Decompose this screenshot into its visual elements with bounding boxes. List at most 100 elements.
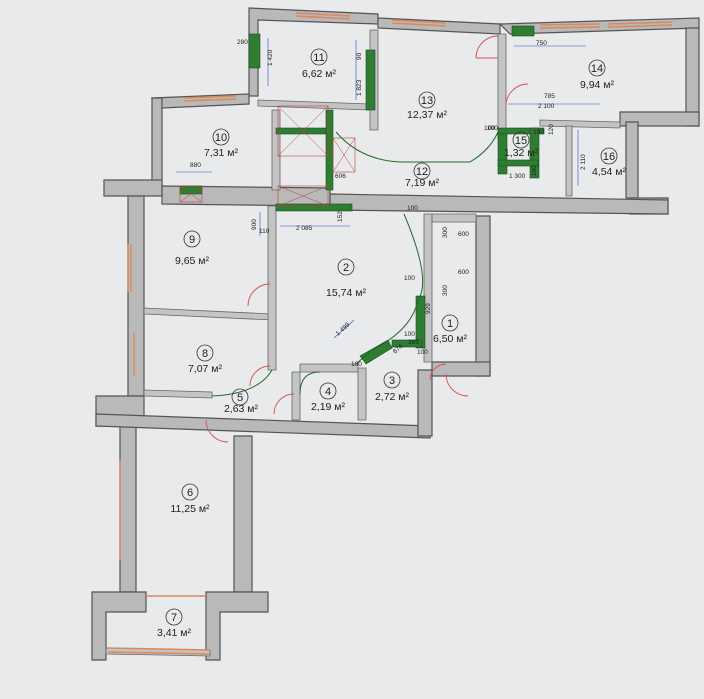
wardrobe-9 — [277, 185, 329, 207]
wardrobe-10 — [277, 105, 329, 157]
partition-10-top — [275, 127, 333, 135]
wall-right-16 — [625, 121, 639, 199]
room-number-marker — [231, 388, 249, 406]
wall-11-bottom — [257, 99, 371, 111]
dim-label: 1 823 — [356, 79, 363, 96]
room-1: 1 6,50 м² — [433, 314, 468, 345]
room-6: 6 11,25 м² — [170, 483, 210, 515]
wall-bottom-14 — [619, 111, 700, 127]
room-area: 1,32 м² — [504, 147, 539, 159]
dim-label: 100 — [404, 275, 415, 282]
window-14a — [539, 23, 601, 26]
room-number-marker — [512, 131, 530, 149]
wall-1-bottom — [431, 361, 491, 377]
door-6 — [205, 419, 229, 443]
room-number: 6 — [187, 487, 193, 499]
room-area: 15,74 м² — [326, 287, 366, 299]
door-1 — [445, 373, 469, 397]
room-number: 9 — [189, 234, 195, 246]
wall-10-left — [151, 97, 163, 187]
wall-16-left — [565, 125, 573, 197]
wardrobe-10-9 — [179, 185, 203, 203]
wall-left-stub — [103, 179, 163, 197]
room-number-marker — [441, 314, 459, 332]
room-number: 5 — [237, 392, 243, 404]
dim-label: 110 — [259, 228, 270, 235]
room-10: 10 7,31 м² — [204, 128, 239, 159]
curved-walls — [211, 131, 499, 397]
dim-label: 750 — [536, 40, 547, 47]
dim-label: 929 — [425, 303, 432, 314]
room-number-marker — [600, 147, 618, 165]
dim-label: 300 — [442, 285, 449, 296]
window-10b — [183, 98, 237, 102]
room-2: 2 15,74 м² — [326, 258, 366, 299]
wardrobes — [179, 105, 356, 207]
wall-8-5 — [143, 389, 213, 399]
room-number: 1 — [447, 318, 453, 330]
doors — [205, 35, 529, 443]
door-9 — [247, 283, 271, 307]
room-area: 7,19 м² — [405, 177, 440, 189]
room-number-marker — [310, 48, 328, 66]
room-14: 14 9,94 м² — [580, 59, 615, 91]
wall-left-9-8 — [127, 195, 145, 397]
dim-label: 2 100 — [538, 103, 555, 110]
door-8 — [249, 365, 271, 387]
wardrobe-12 — [332, 137, 356, 173]
dim-label: 100 — [417, 349, 428, 356]
new-partitions — [179, 25, 545, 365]
hatch-line — [179, 185, 203, 203]
room-number-marker — [418, 91, 436, 109]
exterior-walls — [91, 7, 700, 661]
room-number-marker — [212, 128, 230, 146]
room-8: 8 7,07 м² — [188, 344, 223, 375]
room-13: 13 12,37 м² — [407, 91, 447, 121]
room-area: 9,94 м² — [580, 79, 615, 91]
partition-15-bottom — [497, 159, 539, 167]
wall-above-6 — [95, 413, 431, 439]
room-number-marker — [196, 344, 214, 362]
room-area: 2,63 м² — [224, 403, 259, 415]
room-number-marker — [337, 258, 355, 276]
wall-6-right — [233, 435, 253, 593]
wall-3-right — [417, 369, 433, 437]
door-14 — [505, 83, 529, 107]
dim-line — [333, 319, 355, 339]
dim-label: 880 — [190, 162, 201, 169]
dim-label: 1 300 — [509, 173, 526, 180]
room-15: 15 1,32 м² — [504, 131, 539, 159]
window-11 — [295, 12, 351, 17]
dim-label: 100 — [484, 125, 495, 132]
partition-2-3-diag — [359, 339, 393, 365]
room-area: 7,07 м² — [188, 363, 223, 375]
room-number-marker — [319, 382, 337, 400]
curve-8-5 — [211, 369, 273, 397]
wall-4-3 — [357, 367, 367, 421]
room-number: 10 — [215, 132, 227, 144]
hatch-line — [332, 137, 356, 173]
window-7-bottom — [107, 651, 211, 655]
room-number-marker — [588, 59, 606, 77]
wall-5-4 — [291, 371, 301, 421]
window-14b2 — [607, 24, 673, 28]
partition-14-top — [511, 25, 535, 37]
room-number: 15 — [515, 135, 527, 147]
curve-12-top — [335, 131, 499, 163]
room-area: 7,31 м² — [204, 147, 239, 159]
window-11b — [295, 15, 351, 20]
partition-11-left — [248, 33, 261, 69]
window-7-bottom2 — [107, 647, 211, 651]
room-number: 2 — [343, 262, 349, 274]
curve-2-right — [403, 213, 424, 301]
wall-right-14 — [685, 27, 700, 127]
dim-label: 100 — [531, 165, 538, 176]
dim-label: 100 — [351, 361, 362, 368]
wall-corridor-bottom — [329, 193, 669, 215]
dim-label: 100 — [533, 129, 544, 136]
room-number-marker — [383, 371, 401, 389]
room-area: 6,50 м² — [433, 333, 468, 345]
room-area: 2,19 м² — [311, 401, 346, 413]
wall-10-right — [271, 109, 281, 191]
